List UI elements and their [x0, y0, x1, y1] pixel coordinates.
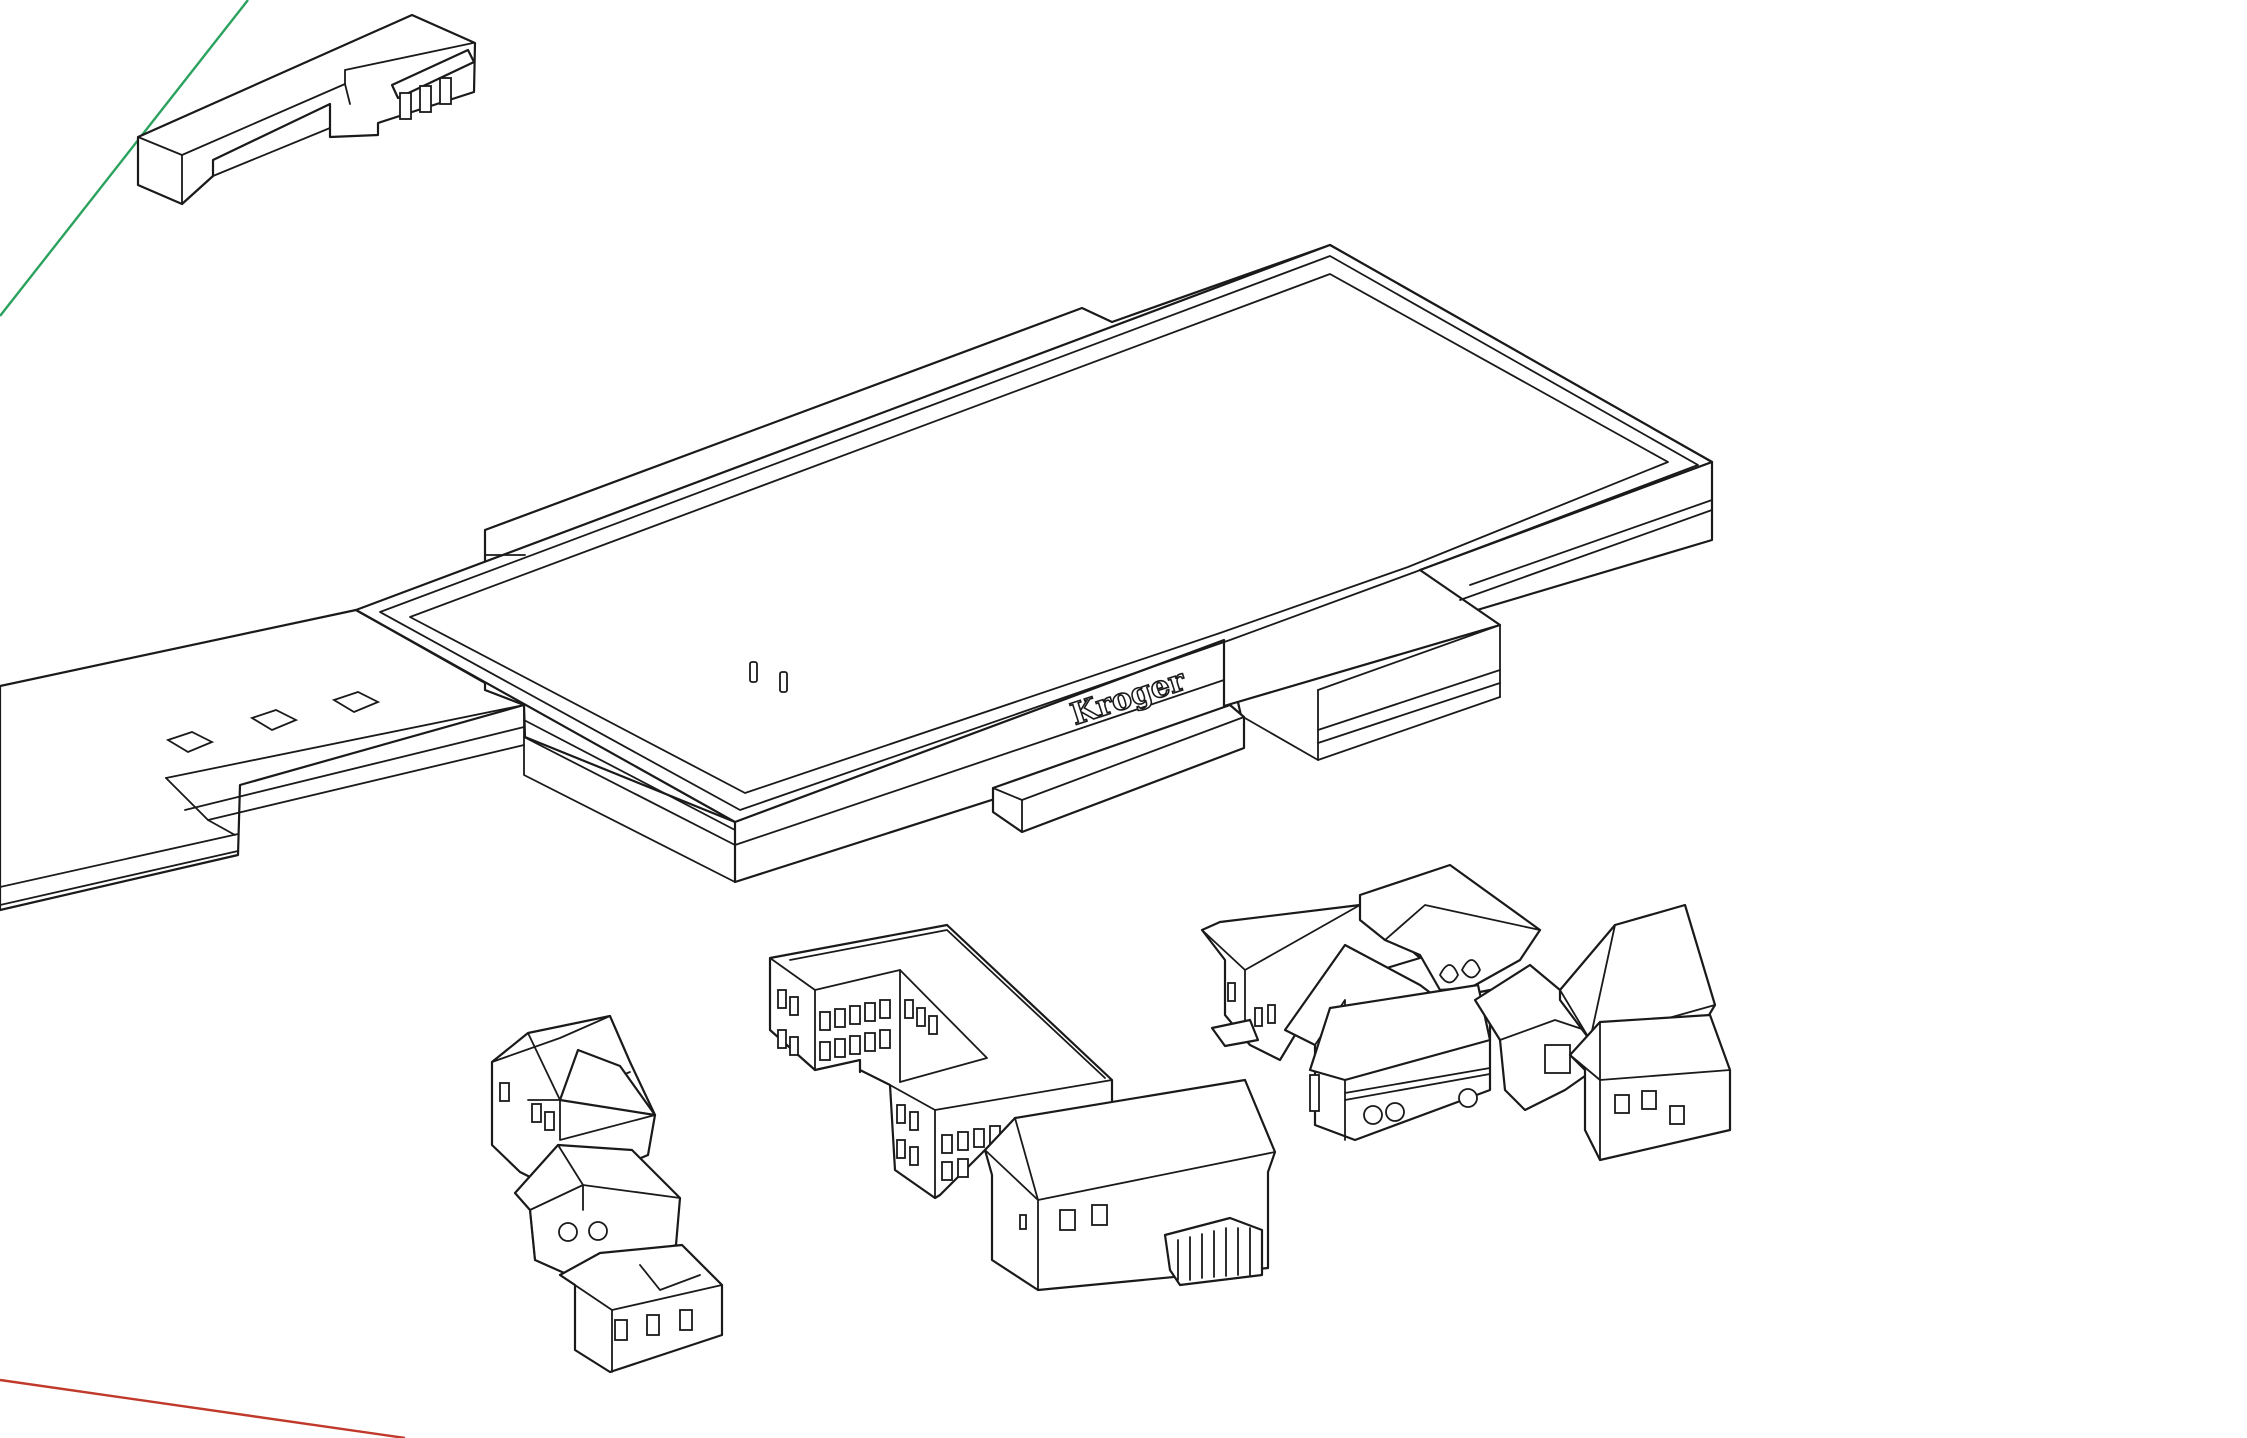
entrance-canopy [991, 703, 1246, 834]
red-axis [0, 1378, 406, 1438]
distant-building [136, 13, 477, 206]
house-cluster-left [490, 1014, 724, 1374]
roof-vent [779, 671, 788, 693]
house-cluster-right [1200, 863, 1732, 1162]
kroger-store: Kroger [354, 243, 1714, 884]
parking-marker [165, 731, 215, 754]
gable-house [983, 1078, 1277, 1292]
roof-vent [749, 661, 758, 683]
parking-marker [331, 691, 381, 714]
parking-marker [249, 709, 299, 732]
green-axis [0, 0, 249, 317]
